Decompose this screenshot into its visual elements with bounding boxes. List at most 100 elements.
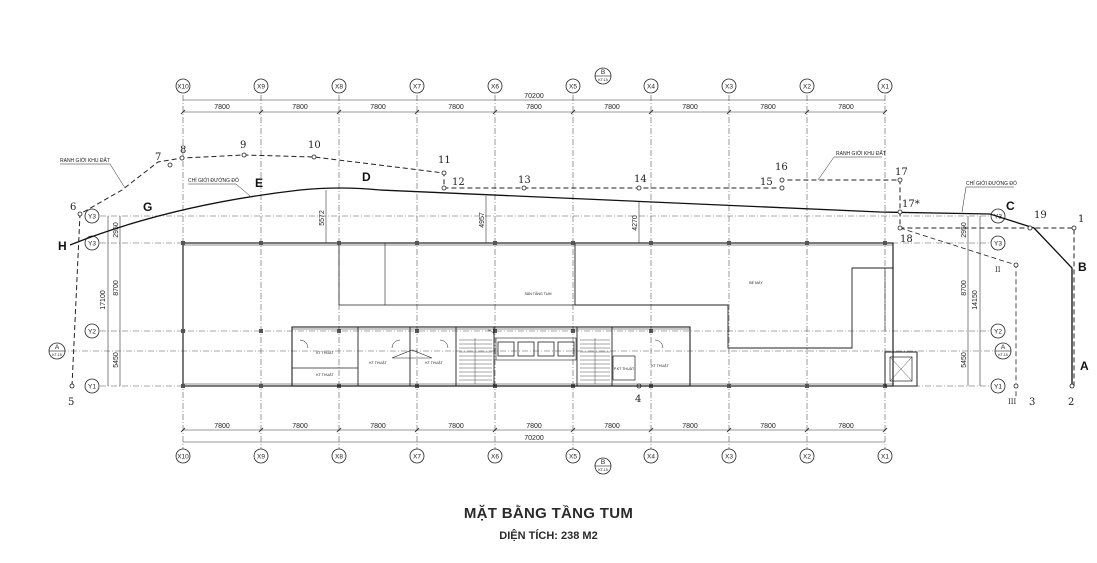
road-note-right: CHỈ GIỚI ĐƯỜNG ĐỎ bbox=[961, 180, 1017, 213]
axis-label-y2-right: Y2 bbox=[994, 329, 1002, 336]
right-dim-5450: 5450 bbox=[961, 352, 968, 368]
top-total-dimension: 70200 bbox=[524, 93, 544, 100]
bottom-spacing-6: 7800 bbox=[604, 423, 620, 430]
bottom-axis-bubbles bbox=[175, 448, 893, 464]
top-spacing-9: 7800 bbox=[838, 104, 854, 111]
boundary-point-15: 15 bbox=[760, 177, 773, 188]
section-marker-right-letter: A bbox=[1001, 344, 1006, 351]
axis-label-x5-bottom: X5 bbox=[569, 454, 577, 461]
boundary-note-right: RANH GIỚI KHU ĐẤT bbox=[817, 150, 886, 181]
road-note-left: CHỈ GIỚI ĐƯỜNG ĐỎ bbox=[188, 177, 251, 197]
row-axis-labels: Y3 Y3 Y2 Y1 Y3 Y3 Y2 Y1 bbox=[88, 214, 1002, 391]
bottom-spacing-5: 7800 bbox=[526, 423, 542, 430]
section-marker-top-letter: B bbox=[601, 69, 605, 76]
road-point-b: B bbox=[1078, 260, 1087, 274]
axis-label-y3-left: Y3 bbox=[88, 214, 96, 221]
road-point-e: E bbox=[255, 176, 263, 190]
axis-label-x2-top: X2 bbox=[803, 84, 811, 91]
axis-label-x8-top: X8 bbox=[335, 84, 343, 91]
bottom-spacing-8: 7800 bbox=[760, 423, 776, 430]
room-kt-5: KT THUẬT bbox=[651, 364, 669, 368]
road-note-left-text: CHỈ GIỚI ĐƯỜNG ĐỎ bbox=[188, 177, 239, 184]
offset-dim-4957: 4957 bbox=[479, 212, 486, 228]
room-pkt: P.KT THUẬT bbox=[614, 367, 635, 371]
room-kt-1: KT THUẬT bbox=[316, 351, 334, 355]
room-roof-deck: SÂN TẦNG TUM bbox=[524, 292, 551, 296]
top-spacing-8: 7800 bbox=[760, 104, 776, 111]
boundary-point-19: 19 bbox=[1034, 210, 1047, 221]
row-axis-bubbles bbox=[84, 208, 1006, 394]
axis-label-y2-left: Y2 bbox=[88, 329, 96, 336]
right-dim-14150: 14150 bbox=[972, 290, 979, 310]
top-spacing-4: 7800 bbox=[448, 104, 464, 111]
section-marker-bottom: B KT-15 bbox=[594, 457, 612, 475]
section-marker-top-sheet: KT-15 bbox=[598, 78, 608, 82]
boundary-point-3: 3 bbox=[1029, 397, 1035, 408]
room-kt-4: KT THUẬT bbox=[425, 361, 443, 365]
section-marker-left-sheet: KT-15 bbox=[52, 353, 62, 357]
axis-label-y3-right-2: Y3 bbox=[994, 241, 1002, 248]
road-point-labels: A B C D E G H bbox=[58, 170, 1089, 373]
drawing-title: MẶT BẰNG TẦNG TUM bbox=[463, 505, 634, 522]
section-marker-bottom-sheet: KT-15 bbox=[598, 468, 608, 472]
boundary-note-left: RANH GIỚI KHU ĐẤT bbox=[60, 157, 126, 189]
boundary-point-12: 12 bbox=[452, 177, 465, 188]
axis-label-x6-bottom: X6 bbox=[491, 454, 499, 461]
side-dimension-lines bbox=[107, 216, 981, 386]
axis-label-x10-top: X10 bbox=[177, 84, 189, 91]
bottom-spacing-2: 7800 bbox=[292, 423, 308, 430]
road-point-a: A bbox=[1080, 359, 1089, 373]
boundary-point-16: 16 bbox=[775, 162, 788, 173]
top-spacing-1: 7800 bbox=[214, 104, 230, 111]
axis-label-x6-top: X6 bbox=[491, 84, 499, 91]
boundary-point-17: 17 bbox=[895, 167, 908, 178]
axis-label-x7-bottom: X7 bbox=[413, 454, 421, 461]
road-point-d: D bbox=[362, 170, 371, 184]
boundary-point-13: 13 bbox=[518, 175, 531, 186]
right-dim-8700: 8700 bbox=[961, 280, 968, 296]
axis-label-y1-left: Y1 bbox=[88, 384, 96, 391]
boundary-point-18: 18 bbox=[900, 234, 913, 245]
boundary-point-6: 6 bbox=[70, 202, 76, 213]
top-dimension-lines bbox=[180, 99, 888, 443]
axis-label-x3-top: X3 bbox=[725, 84, 733, 91]
room-machine: BỂ MÁY bbox=[749, 280, 763, 285]
axis-label-x1-top: X1 bbox=[881, 84, 889, 91]
axis-label-x2-bottom: X2 bbox=[803, 454, 811, 461]
technical-rooms-block bbox=[291, 326, 691, 387]
left-dim-2950: 2950 bbox=[113, 222, 120, 238]
top-axis-bubbles bbox=[175, 78, 893, 94]
road-point-h: H bbox=[58, 239, 67, 253]
road-boundary-curve bbox=[69, 187, 1073, 386]
boundary-point-markers bbox=[69, 152, 1077, 389]
grid-column-lines bbox=[182, 95, 886, 450]
top-spacing-dimensions: 7800 7800 7800 7800 7800 7800 7800 7800 … bbox=[214, 104, 854, 111]
drawing-subtitle: DIỆN TÍCH: 238 M2 bbox=[499, 530, 598, 542]
axis-label-x9-bottom: X9 bbox=[257, 454, 265, 461]
boundary-point-17-star: 17* bbox=[902, 199, 920, 210]
section-marker-right-sheet: KT-15 bbox=[998, 353, 1008, 357]
left-dim-5450: 5450 bbox=[113, 352, 120, 368]
bottom-spacing-7: 7800 bbox=[682, 423, 698, 430]
axis-label-x1-bottom: X1 bbox=[881, 454, 889, 461]
boundary-point-8: 8 bbox=[180, 145, 186, 156]
section-marker-top: B KT-15 bbox=[594, 67, 612, 85]
room-kt-2: KT THUẬT bbox=[316, 373, 334, 377]
top-spacing-2: 7800 bbox=[292, 104, 308, 111]
bottom-spacing-4: 7800 bbox=[448, 423, 464, 430]
section-marker-bottom-letter: B bbox=[601, 459, 605, 466]
boundary-note-left-text: RANH GIỚI KHU ĐẤT bbox=[60, 157, 110, 164]
top-spacing-7: 7800 bbox=[682, 104, 698, 111]
right-dimension-texts: 14150 2950 8700 5450 bbox=[961, 222, 979, 368]
top-spacing-3: 7800 bbox=[370, 104, 386, 111]
axis-label-y1-right: Y1 bbox=[994, 384, 1002, 391]
axis-label-x3-bottom: X3 bbox=[725, 454, 733, 461]
road-offset-dimensions bbox=[325, 190, 640, 243]
boundary-point-ii: II bbox=[995, 266, 1001, 274]
bottom-spacing-9: 7800 bbox=[838, 423, 854, 430]
boundary-point-10: 10 bbox=[308, 140, 321, 151]
road-note-right-text: CHỈ GIỚI ĐƯỜNG ĐỎ bbox=[966, 180, 1017, 187]
boundary-point-11: 11 bbox=[438, 155, 451, 166]
grid-row-lines bbox=[60, 215, 1005, 387]
